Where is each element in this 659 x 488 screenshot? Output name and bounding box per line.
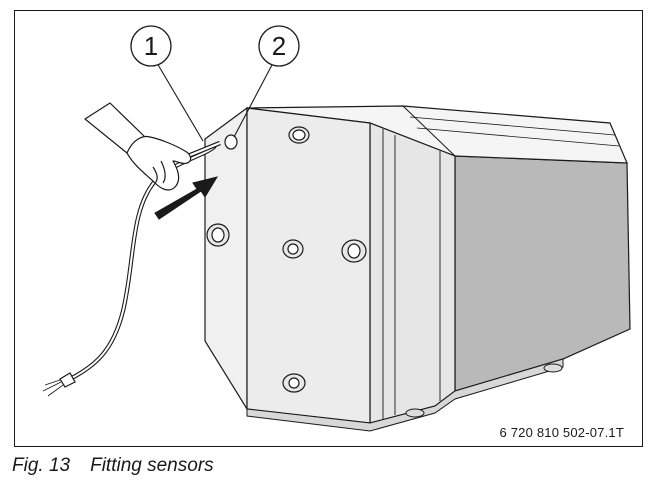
pipe-connections xyxy=(206,126,367,393)
port-center xyxy=(282,239,304,259)
tank-illustration: 1 2 xyxy=(42,25,631,432)
port-top xyxy=(288,126,310,144)
port-left xyxy=(206,223,230,247)
port-right xyxy=(341,239,367,263)
figure-title: Fitting sensors xyxy=(90,455,214,476)
figure-caption: Fig. 13 Fitting sensors xyxy=(12,455,214,477)
tank-feet xyxy=(405,363,563,418)
cable-plug xyxy=(59,372,76,388)
sensor-cable xyxy=(69,144,217,381)
port-bottom xyxy=(282,373,306,393)
hand-illustration xyxy=(84,102,192,191)
figure-reference-code: 6 720 810 502-07.1T xyxy=(499,425,624,440)
insertion-arrow xyxy=(154,176,219,220)
tank-left-bevel xyxy=(204,106,248,412)
callout-2-number: 2 xyxy=(272,31,286,61)
callout-1: 1 xyxy=(130,25,204,142)
tank-front-panel xyxy=(246,107,371,424)
figure-frame: 1 2 6 720 810 502-07.1T xyxy=(14,10,643,447)
callout-2: 2 xyxy=(233,25,300,138)
figure-number: Fig. 13 xyxy=(12,455,71,476)
callout-1-number: 1 xyxy=(144,31,158,61)
tank-rear-panel xyxy=(454,155,631,392)
sensor-well xyxy=(224,134,238,150)
